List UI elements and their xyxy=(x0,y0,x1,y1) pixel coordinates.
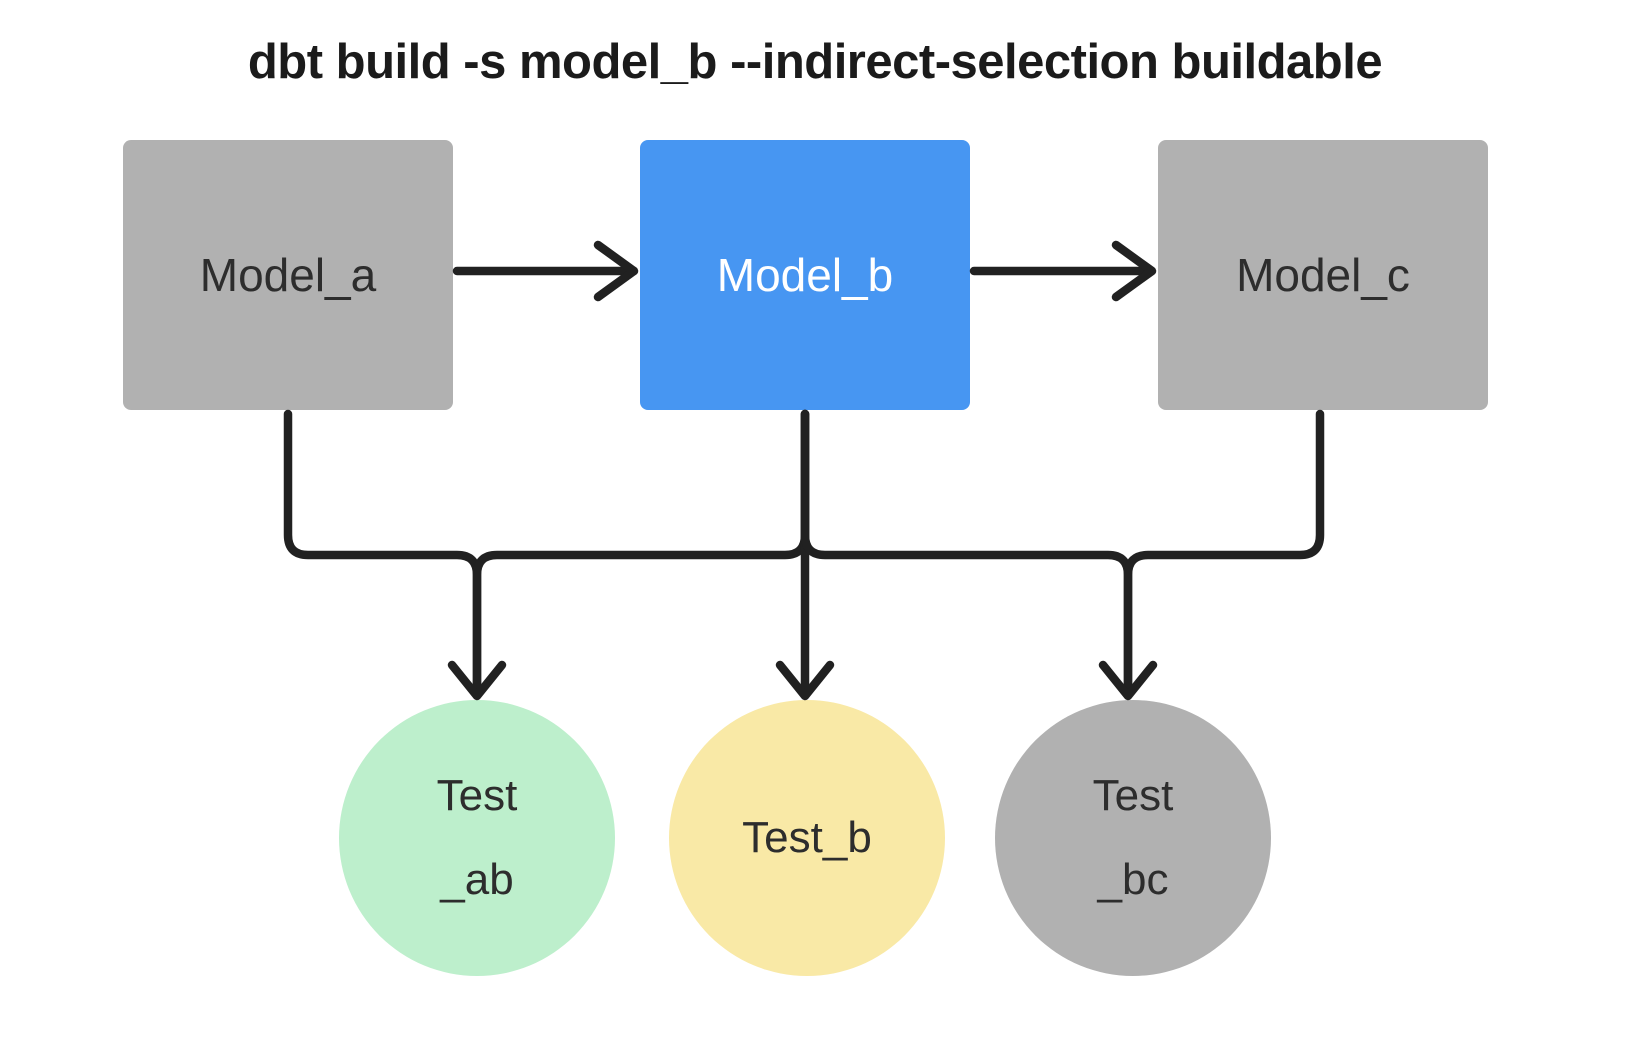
edge-model-a-to-test-ab xyxy=(283,409,482,697)
node-label-line: Test xyxy=(436,771,518,821)
arrowhead-right xyxy=(593,240,639,302)
arrowhead-down xyxy=(1098,660,1158,701)
edge-model-b-to-test-ab xyxy=(447,409,810,701)
node-model-b: Model_b xyxy=(640,140,970,410)
node-label: Model_a xyxy=(199,249,377,301)
node-test-bc: Test _bc xyxy=(995,700,1271,976)
edge-model-c-to-test-bc xyxy=(1098,409,1325,701)
node-label: Model_c xyxy=(1236,249,1410,301)
node-model-c: Model_c xyxy=(1158,140,1488,410)
node-label-line: Test xyxy=(1092,771,1174,821)
node-label-line: _ab xyxy=(440,855,514,904)
node-test-b: Test_b xyxy=(669,700,945,976)
arrowhead-down xyxy=(775,660,835,701)
edge-model-b-to-test-bc xyxy=(800,409,1133,697)
edge-shaft xyxy=(283,409,482,697)
diagram-title: dbt build -s model_b --indirect-selectio… xyxy=(247,35,1383,89)
edge-model-b-to-model-c xyxy=(969,240,1157,302)
node-label-line: Test_b xyxy=(742,813,872,863)
node-model-a: Model_a xyxy=(123,140,453,410)
node-label: Model_b xyxy=(716,249,894,301)
arrowhead-right xyxy=(1111,240,1157,302)
arrowhead-down xyxy=(447,660,507,701)
edge-model-b-to-test-b xyxy=(775,409,835,701)
edge-shaft xyxy=(1123,409,1325,697)
edge-shaft xyxy=(800,409,1133,697)
edge-model-a-to-model-b xyxy=(452,240,639,302)
node-label-line: _bc xyxy=(1097,855,1169,904)
edge-shaft xyxy=(472,409,810,697)
node-test-ab: Test _ab xyxy=(339,700,615,976)
